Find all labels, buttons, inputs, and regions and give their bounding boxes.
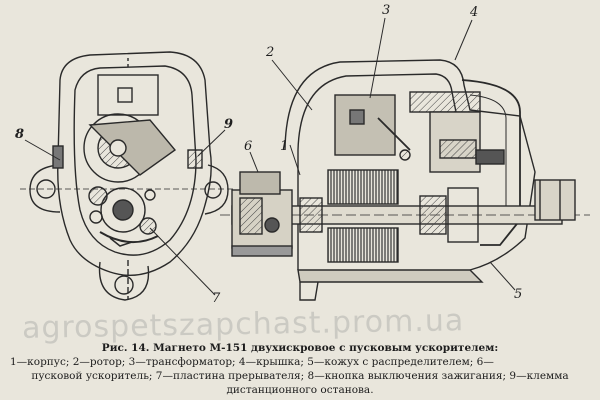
magneto-drawing: [20, 17, 590, 301]
end-view: [20, 51, 235, 301]
housing-body: [284, 59, 471, 151]
cover: [461, 79, 521, 246]
caption-title: Рис. 14. Магнето М-151 двухискровое с пу…: [101, 342, 499, 354]
callout-8: 8: [15, 127, 25, 142]
shaft-coupling: [534, 179, 576, 221]
breaker-gear: [100, 187, 146, 233]
callout-6: 6: [244, 139, 253, 154]
caption-line: пусковой ускоритель; 7—пластина прерыват…: [31, 370, 569, 382]
caption-line: дистанционного останова.: [226, 384, 374, 396]
callout-3: 3: [382, 3, 391, 18]
figure-caption: Рис. 14. Магнето М-151 двухискровое с пу…: [4, 342, 596, 397]
callout-9: 9: [224, 117, 234, 132]
section-view: [220, 17, 590, 301]
breaker-plate: [99, 231, 159, 243]
left-flange-ear: [29, 164, 61, 213]
rear-bearing: [419, 195, 447, 235]
front-bearing: [299, 197, 323, 233]
callout-5: 5: [514, 287, 523, 302]
left-flange-hole: [36, 179, 56, 199]
ignition-off-button: [52, 145, 64, 169]
callout-2: 2: [266, 45, 275, 60]
bottom-flange-hole: [114, 275, 134, 295]
rotor-magnet-lower: [327, 227, 399, 263]
caption-line: 1—корпус; 2—ротор; 3—трансформатор; 4—кр…: [10, 356, 494, 368]
right-flange-hole: [204, 181, 222, 199]
callout-1: 1: [280, 139, 289, 154]
callout-7: 7: [212, 291, 221, 306]
casing-bottom: [297, 269, 484, 283]
callout-4: 4: [470, 5, 479, 20]
bottom-flange-ear: [98, 261, 150, 301]
end-view-housing: [57, 51, 212, 277]
right-flange-ear: [204, 164, 229, 215]
top-terminal-block: [117, 87, 133, 103]
end-view-inner-wall: [73, 65, 197, 256]
distributor-casing: [469, 109, 536, 271]
stop-terminal: [187, 149, 203, 169]
rotor-magnet-upper: [327, 169, 399, 205]
